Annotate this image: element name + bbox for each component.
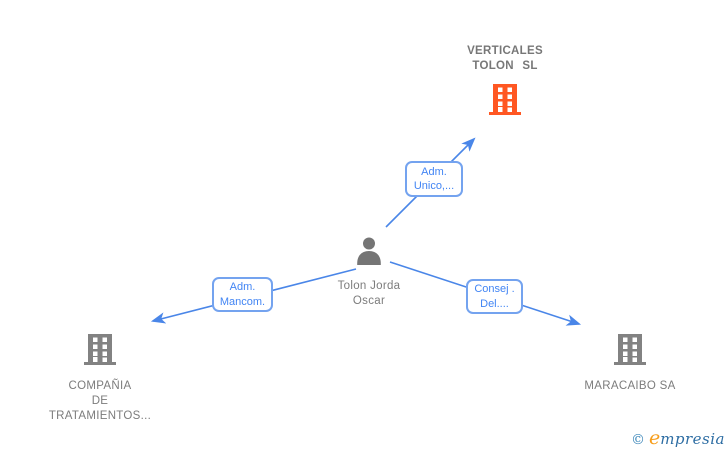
edge-label-adm-unico: Adm. Unico,... (405, 161, 463, 197)
node-person-tolon-jorda-oscar[interactable]: Tolon Jorda Oscar (294, 237, 444, 309)
edge-label-line: Adm. (229, 281, 256, 293)
company-name: TOLON SL (472, 60, 538, 72)
edge-label-line: Consej . (474, 283, 515, 295)
building-icon (84, 334, 116, 370)
company-name: TRATAMIENTOS... (48, 410, 152, 422)
node-company-maracaibo-sa[interactable]: MARACAIBO SA (545, 334, 715, 394)
copyright-icon: © (630, 432, 645, 448)
company-name: DE (91, 395, 109, 407)
empresia-brand-initial: e (648, 427, 661, 449)
edge-label-line: Mancom. (219, 295, 266, 308)
person-name: Oscar (352, 295, 386, 307)
person-icon (354, 237, 384, 270)
company-name: MARACAIBO SA (584, 380, 676, 392)
edge-label-line: Del.... (480, 297, 509, 310)
edge-label-consej-del: Consej . Del.... (466, 279, 523, 314)
company-name: VERTICALES (467, 45, 543, 57)
company-name: COMPAÑIA (68, 380, 132, 392)
empresia-logo[interactable]: ©empresia (631, 427, 725, 449)
edge-label-line: Adm. (421, 165, 447, 178)
node-company-verticales-tolon-sl[interactable]: VERTICALES TOLON SL (430, 44, 580, 120)
node-company-compania-de-tratamientos[interactable]: COMPAÑIA DE TRATAMIENTOS... (15, 334, 185, 424)
edge-label-adm-mancom: Adm. Mancom. (212, 277, 273, 312)
person-name: Tolon Jorda (337, 280, 401, 292)
building-icon (614, 334, 646, 370)
empresia-brand-text: mpresia (660, 430, 725, 448)
edge-label-line: Unico,... (413, 180, 455, 192)
building-icon (489, 84, 521, 120)
